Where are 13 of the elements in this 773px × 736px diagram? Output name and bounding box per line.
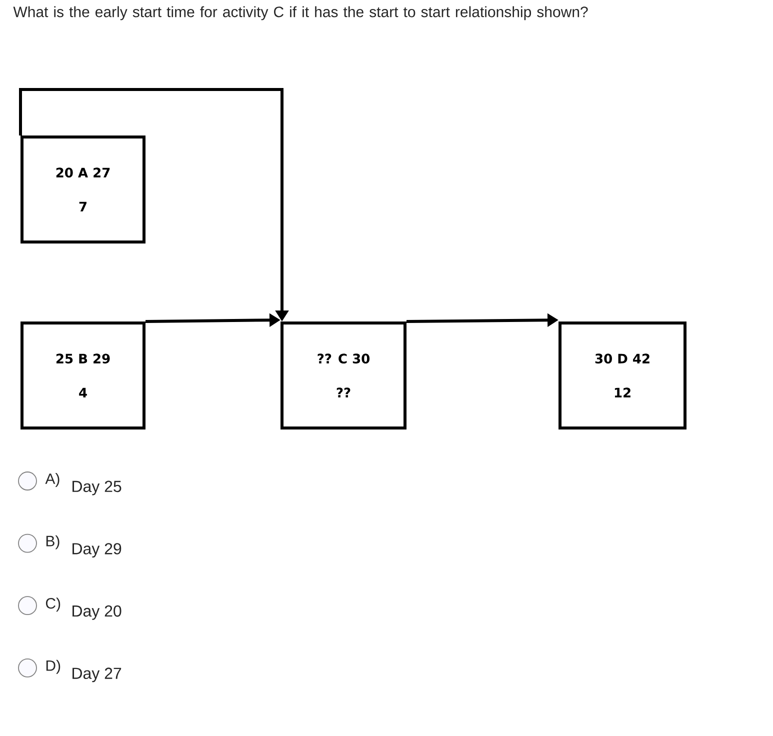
activity-box: 30 D 42 12 — [558, 322, 686, 430]
option-text: Day 25 — [72, 480, 122, 496]
activity-box: 25 B 29 4 — [20, 322, 146, 430]
activity-box: 20 A 27 7 — [20, 136, 146, 244]
option-text: Day 29 — [72, 543, 122, 558]
option-text: Day 27 — [72, 668, 122, 682]
option-letter: B) — [46, 535, 60, 550]
option-letter: D) — [46, 660, 60, 674]
option-letter: A) — [45, 473, 60, 487]
option-letter: C) — [46, 598, 60, 612]
activity-box: ?? C 30 ?? — [280, 322, 406, 430]
option-text: Day 20 — [72, 605, 122, 620]
question-text: What is the early start time for activity C if it has the start to start relationship shown? — [13, 6, 588, 20]
